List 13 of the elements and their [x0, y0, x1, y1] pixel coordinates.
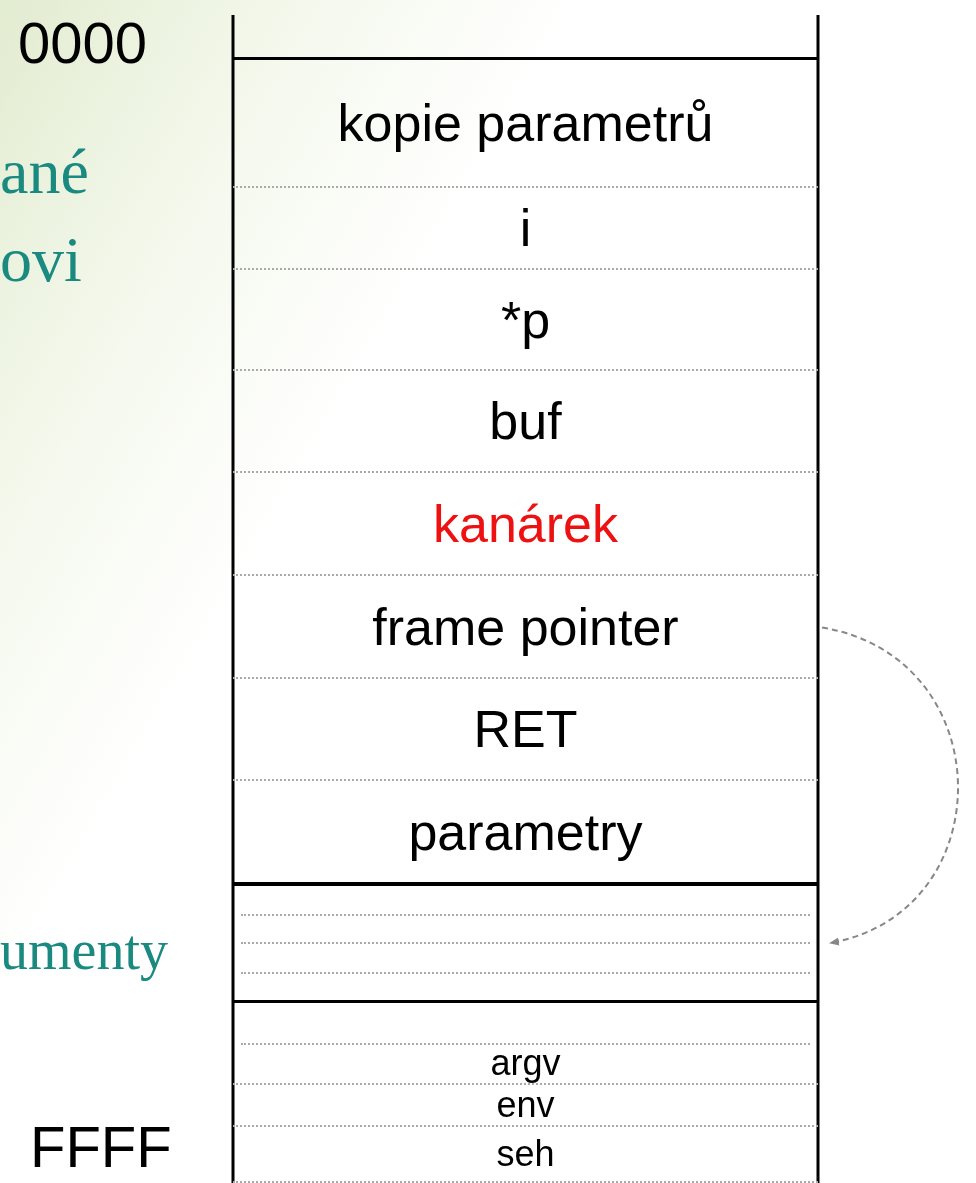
slide-text: ovi — [0, 228, 82, 292]
memory-block — [233, 57, 818, 885]
address-label: 0000 — [18, 14, 148, 72]
pointer-arrow — [821, 626, 959, 945]
slide-text: ané — [0, 140, 89, 204]
stack-slot-label: i — [519, 202, 532, 254]
stack-slot-label: RET — [473, 703, 578, 755]
stack-slot-label: env — [496, 1087, 555, 1123]
address-label: FFFF — [30, 1118, 172, 1176]
stack-slot-label: kanárek — [433, 497, 618, 550]
stack-slot-label: seh — [496, 1136, 555, 1172]
stack-slot-label: argv — [490, 1045, 561, 1081]
stack-slot-label: buf — [489, 395, 562, 447]
